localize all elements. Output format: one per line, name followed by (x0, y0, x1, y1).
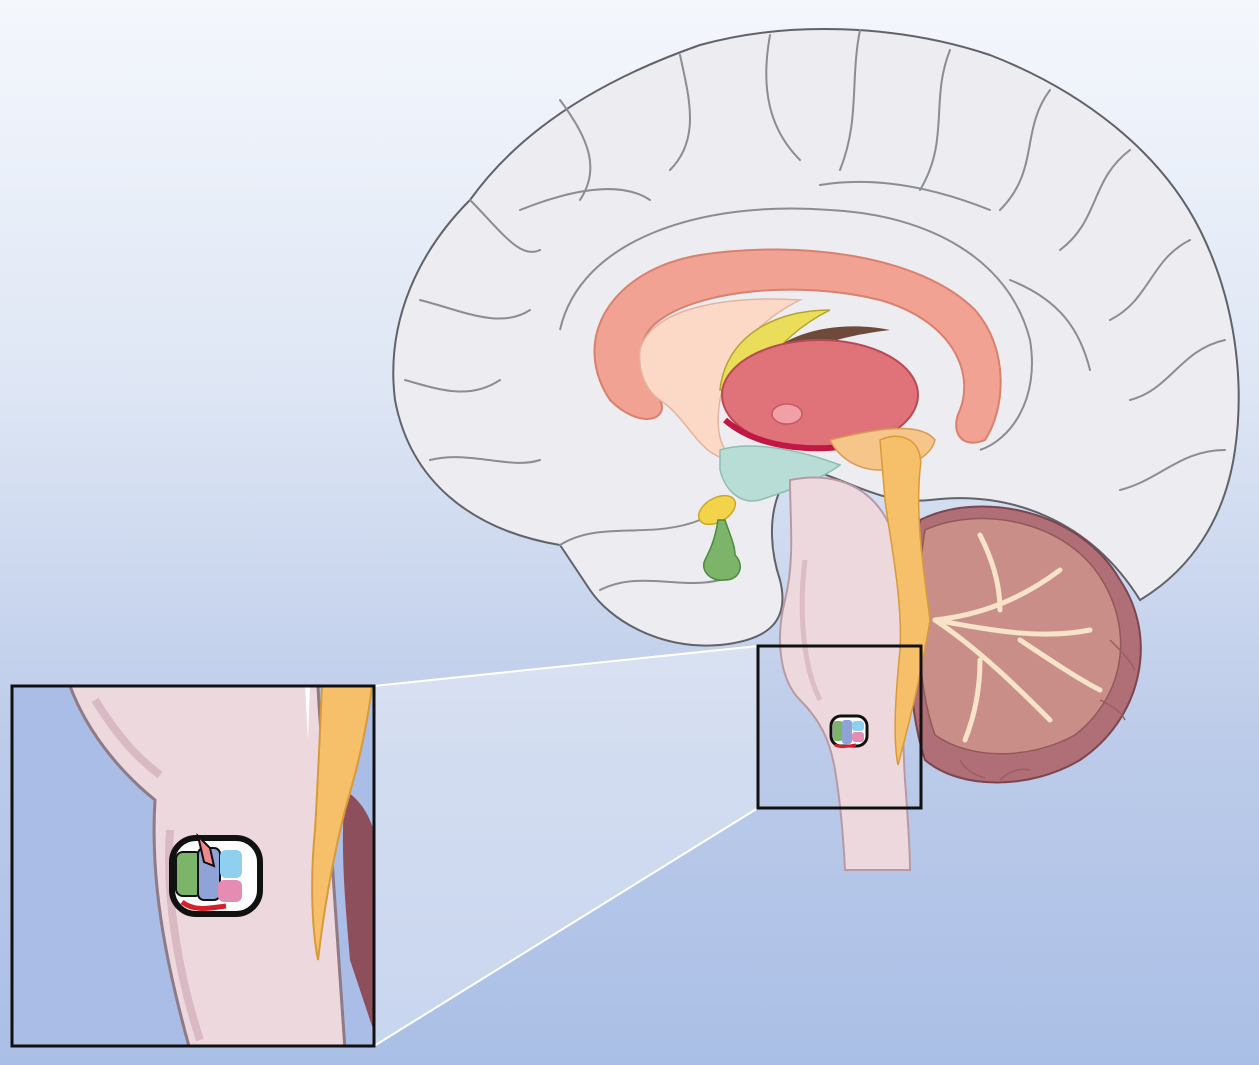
inset-view (10, 684, 376, 1048)
fourth-ventricle (879, 435, 931, 766)
inset-nucleus (169, 832, 263, 917)
brainstem-nucleus (829, 714, 869, 749)
fornix (638, 298, 803, 461)
pituitary (703, 519, 741, 581)
inset-frame (10, 684, 376, 1048)
zoom-projection (373, 645, 759, 1047)
zoom-source-frame (756, 644, 923, 810)
